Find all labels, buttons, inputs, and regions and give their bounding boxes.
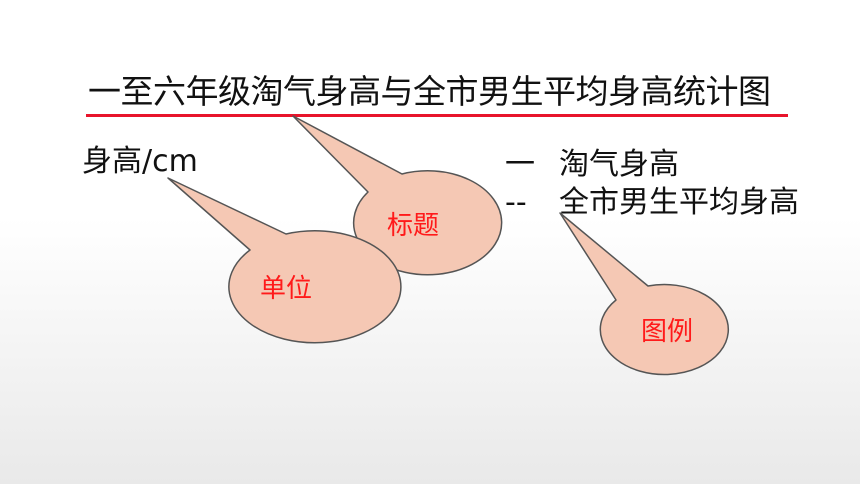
unit-label: 身高/cm bbox=[82, 144, 198, 179]
legend-item-taoqi: 一淘气身高 bbox=[505, 145, 679, 185]
legend-dashed-symbol: -- bbox=[505, 185, 527, 220]
callout-unit: 单位 bbox=[167, 177, 402, 344]
callout-title-bubble bbox=[292, 115, 503, 276]
callout-legend-bubble bbox=[559, 212, 730, 376]
title-underline bbox=[86, 114, 788, 117]
legend-label-city-average: 全市男生平均身高 bbox=[559, 185, 799, 220]
callout-unit-bubble bbox=[167, 177, 402, 344]
callout-legend-text: 图例 bbox=[641, 317, 693, 347]
legend-label-taoqi: 淘气身高 bbox=[559, 147, 679, 182]
callout-title-text: 标题 bbox=[387, 211, 439, 241]
legend-solid-symbol: 一 bbox=[505, 147, 535, 182]
callout-unit-text: 单位 bbox=[260, 274, 312, 304]
legend-item-city-average: -- 全市男生平均身高 bbox=[505, 183, 799, 223]
diagram-title: 一至六年级淘气身高与全市男生平均身高统计图 bbox=[88, 72, 771, 111]
callout-title: 标题 bbox=[292, 115, 503, 276]
callout-legend: 图例 bbox=[559, 212, 730, 376]
